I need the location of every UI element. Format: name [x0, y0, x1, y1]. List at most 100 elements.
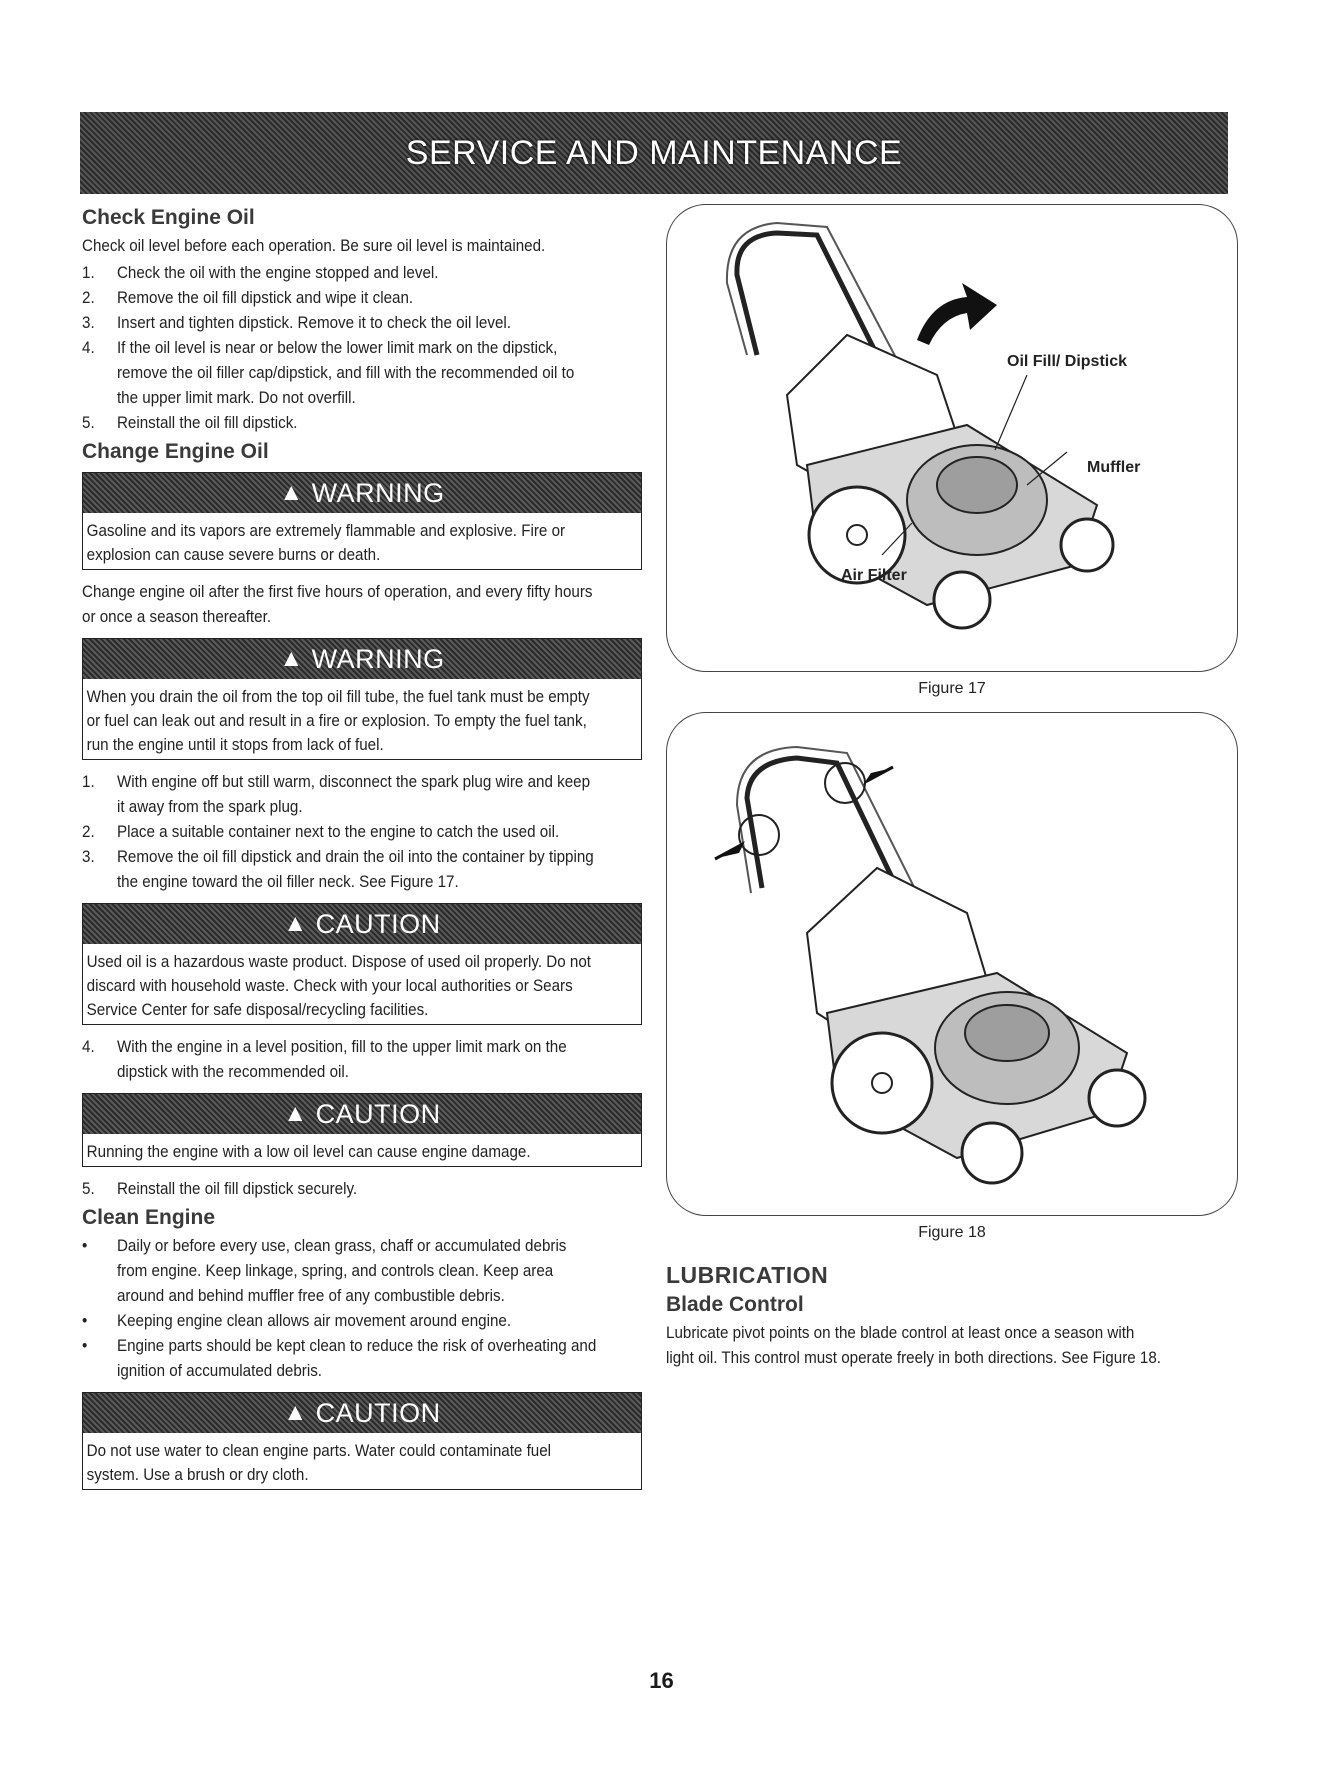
step-number: 4. [82, 1038, 95, 1056]
warning-triangle-icon: ▲ [279, 479, 304, 506]
step-text: Reinstall the oil fill dipstick securely… [116, 1180, 358, 1198]
list-item: 2. Place a suitable container next to the… [82, 820, 597, 845]
mower-handle-inner [725, 221, 943, 446]
step-text: Place a suitable container next to the e… [116, 823, 560, 841]
page-number: 16 [649, 1668, 674, 1693]
warning-box: ▲ WARNING Gasoline and its vapors are ex… [82, 472, 642, 570]
check-oil-steps: 1. Check the oil with the engine stopped … [82, 261, 597, 436]
bullet-icon: • [82, 1237, 88, 1255]
list-item: • Keeping engine clean allows air movemen… [82, 1309, 597, 1334]
warning-box: ▲ WARNING When you drain the oil from th… [82, 638, 642, 760]
warning-triangle-icon: ▲ [283, 1100, 308, 1127]
oil-fill-label: Oil Fill/ Dipstick [1007, 353, 1127, 370]
step-number: 1. [82, 264, 95, 282]
oil-fill-arrow-icon [917, 283, 997, 345]
step-number: 3. [82, 314, 95, 332]
front-wheel-right [1087, 1068, 1147, 1128]
clean-engine-body: • Daily or before every use, clean grass,… [82, 1234, 597, 1384]
warning-text: When you drain the oil from the top oil … [86, 688, 590, 754]
warning-triangle-icon: ▲ [279, 645, 304, 672]
caution-text: Used oil is a hazardous waste product. D… [86, 953, 591, 1019]
muffler-label: Muffler [1087, 459, 1140, 476]
blade-control-heading: Blade Control [666, 1293, 804, 1316]
figure-17-caption: Figure 17 [918, 680, 986, 697]
caution-box: ▲ CAUTION Used oil is a hazardous waste … [82, 903, 642, 1025]
step-text: Check the oil with the engine stopped an… [116, 264, 439, 282]
list-item: 5. Reinstall the oil fill dipstick secure… [82, 1177, 597, 1202]
step-text: Remove the oil fill dipstick and wipe it… [116, 289, 414, 307]
oil-leader-line [994, 374, 1028, 451]
list-item: 4. With the engine in a level position, f… [82, 1035, 597, 1085]
bullet-icon: • [82, 1312, 88, 1330]
step-number: 3. [82, 848, 95, 866]
engine-cover [964, 1004, 1050, 1062]
list-item: 3.Insert and tighten dipstick. Remove it… [82, 311, 597, 336]
bullet-text: Engine parts should be kept clean to red… [116, 1337, 597, 1380]
change-oil-steps-wrap: 1. With engine off but still warm, discon… [82, 770, 597, 895]
caution-box: ▲ CAUTION Do not use water to clean engi… [82, 1392, 642, 1490]
warning-title: WARNING [311, 477, 445, 508]
bullet-text: Daily or before every use, clean grass, … [116, 1237, 567, 1305]
check-oil-intro: Check oil level before each operation. B… [82, 237, 546, 255]
step5-wrap: 5. Reinstall the oil fill dipstick secure… [82, 1177, 597, 1202]
right-arrow-shaft [866, 765, 894, 783]
step-number: 1. [82, 773, 95, 791]
mower-handle [744, 755, 960, 1015]
check-oil-body: Check oil level before each operation. B… [82, 234, 597, 436]
list-item: • Daily or before every use, clean grass,… [82, 1234, 597, 1309]
mower-blade-control-illustration [714, 745, 1147, 1185]
check-oil-heading: Check Engine Oil [82, 206, 255, 229]
step-text: Reinstall the oil fill dipstick. [116, 414, 298, 432]
left-arrow-shaft [714, 843, 742, 861]
right-column: Oil Fill/ Dipstick Muffler Air Filter Fi… [666, 204, 1238, 1371]
figure-18 [666, 712, 1238, 1216]
caution-header: ▲ CAUTION [83, 1393, 641, 1433]
step-text: With the engine in a level position, fil… [116, 1038, 567, 1081]
step4-wrap: 4. With the engine in a level position, f… [82, 1035, 597, 1085]
list-item: 1. Check the oil with the engine stopped … [82, 261, 597, 286]
caution-title: CAUTION [315, 908, 441, 939]
caution-title: CAUTION [315, 1397, 441, 1428]
step-number: 2. [82, 289, 95, 307]
caution-header: ▲ CAUTION [83, 904, 641, 944]
change-oil-step5: 5. Reinstall the oil fill dipstick secure… [82, 1177, 597, 1202]
warning-text: Gasoline and its vapors are extremely fl… [86, 522, 566, 564]
clean-engine-heading: Clean Engine [82, 1206, 216, 1229]
list-item: 4. If the oil level is near or below the … [82, 336, 597, 411]
air-filter-leader-line [881, 522, 913, 556]
bullet-icon: • [82, 1337, 88, 1355]
muffler-leader-line [1026, 451, 1068, 486]
warning-header: ▲ WARNING [83, 473, 641, 513]
step-text: Remove the oil fill dipstick and drain t… [116, 848, 594, 891]
air-filter-label: Air Filter [841, 567, 907, 584]
mower-handle-inner [735, 745, 973, 1004]
warning-title: WARNING [311, 643, 445, 674]
caution-text: Running the engine with a low oil level … [86, 1143, 531, 1161]
step-text: If the oil level is near or below the lo… [116, 339, 575, 407]
step-number: 5. [82, 414, 95, 432]
list-item: 5. Reinstall the oil fill dipstick. [82, 411, 597, 436]
lubrication-heading: LUBRICATION [666, 1262, 829, 1288]
caution-title: CAUTION [315, 1098, 441, 1129]
change-oil-step4: 4. With the engine in a level position, f… [82, 1035, 597, 1085]
front-wheel [960, 1121, 1024, 1185]
section-title: SERVICE AND MAINTENANCE [405, 133, 903, 172]
clean-engine-bullets: • Daily or before every use, clean grass,… [82, 1234, 597, 1384]
list-item: • Engine parts should be kept clean to re… [82, 1334, 597, 1384]
caution-box: ▲ CAUTION Running the engine with a low … [82, 1093, 642, 1167]
change-oil-steps: 1. With engine off but still warm, discon… [82, 770, 597, 895]
left-column: Check Engine Oil Check oil level before … [82, 204, 642, 1500]
step-text: With engine off but still warm, disconne… [116, 773, 591, 816]
pivot-point-left [738, 814, 780, 856]
caution-header: ▲ CAUTION [83, 1094, 641, 1134]
list-item: 2. Remove the oil fill dipstick and wipe … [82, 286, 597, 311]
bullet-text: Keeping engine clean allows air movement… [116, 1312, 512, 1330]
front-wheel-right [1059, 517, 1115, 573]
figure-18-caption: Figure 18 [918, 1224, 986, 1241]
step-number: 5. [82, 1180, 95, 1198]
list-item: 3. Remove the oil fill dipstick and drain… [82, 845, 597, 895]
step-number: 4. [82, 339, 95, 357]
step-number: 2. [82, 823, 95, 841]
warning-triangle-icon: ▲ [283, 910, 308, 937]
caution-text: Do not use water to clean engine parts. … [86, 1442, 552, 1484]
